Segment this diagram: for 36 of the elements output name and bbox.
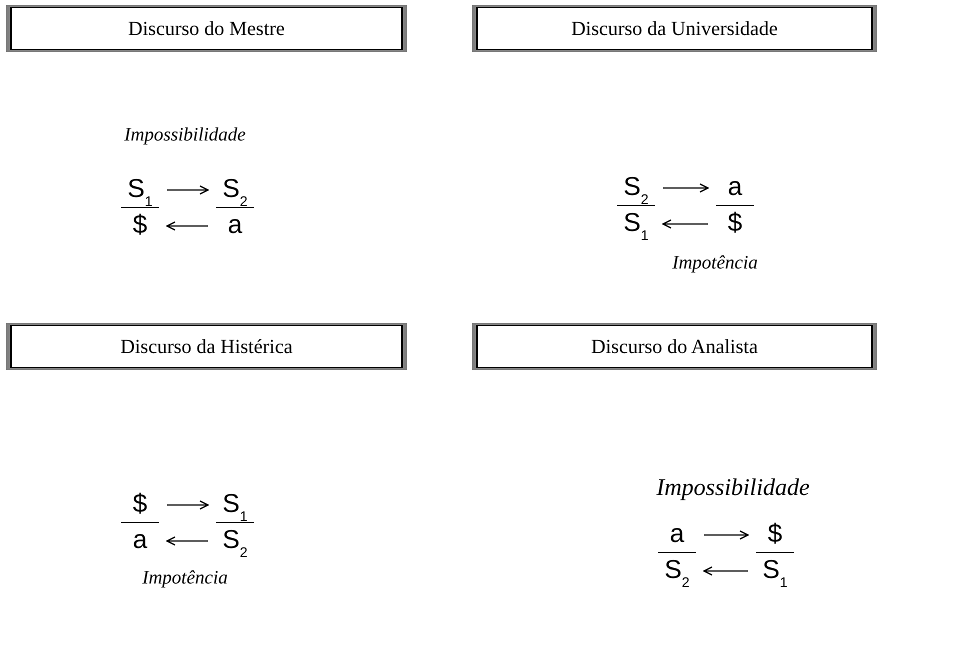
italic-label: Impotência <box>142 568 228 588</box>
arrow <box>662 219 708 229</box>
discourse-term: S$_{1}$ <box>118 172 162 204</box>
discourse-term: S$_{2}$ <box>213 523 257 555</box>
title-text: Discurso do Analista <box>591 336 758 356</box>
arrow <box>167 185 209 195</box>
discourse-term: S$_{2}$ <box>614 170 658 202</box>
discourse-term: a <box>118 523 162 555</box>
italic-label: Impossibilidade <box>656 476 810 500</box>
arrow <box>703 566 748 576</box>
title-box <box>6 323 407 370</box>
arrow <box>167 500 209 510</box>
title-box <box>472 5 877 52</box>
arrow <box>166 536 208 546</box>
discourse-term: a <box>713 170 757 202</box>
arrow <box>663 183 709 193</box>
discourse-term: S$_{1}$ <box>213 487 257 519</box>
discourse-term: $ <box>118 487 162 519</box>
discourse-term: $ <box>118 208 162 240</box>
arrow <box>166 221 208 231</box>
discourse-term: S$_{1}$ <box>614 206 658 238</box>
discourse-term: a <box>213 208 257 240</box>
italic-label: Impotência <box>672 254 758 272</box>
discourse-term: $ <box>753 517 797 549</box>
title-text: Discurso do Mestre <box>128 18 285 38</box>
discourse-term: $ <box>713 206 757 238</box>
arrow <box>704 530 749 540</box>
discourse-term: S$_{2}$ <box>213 172 257 204</box>
title-box <box>6 5 407 52</box>
discourse-term: a <box>655 517 699 549</box>
discourse-term: S$_{2}$ <box>655 553 699 585</box>
discourse-term: S$_{1}$ <box>753 553 797 585</box>
title-text: Discurso da Universidade <box>571 18 778 38</box>
italic-label: Impossibilidade <box>124 126 246 144</box>
title-text: Discurso da Histérica <box>120 336 293 356</box>
title-box <box>472 323 877 370</box>
